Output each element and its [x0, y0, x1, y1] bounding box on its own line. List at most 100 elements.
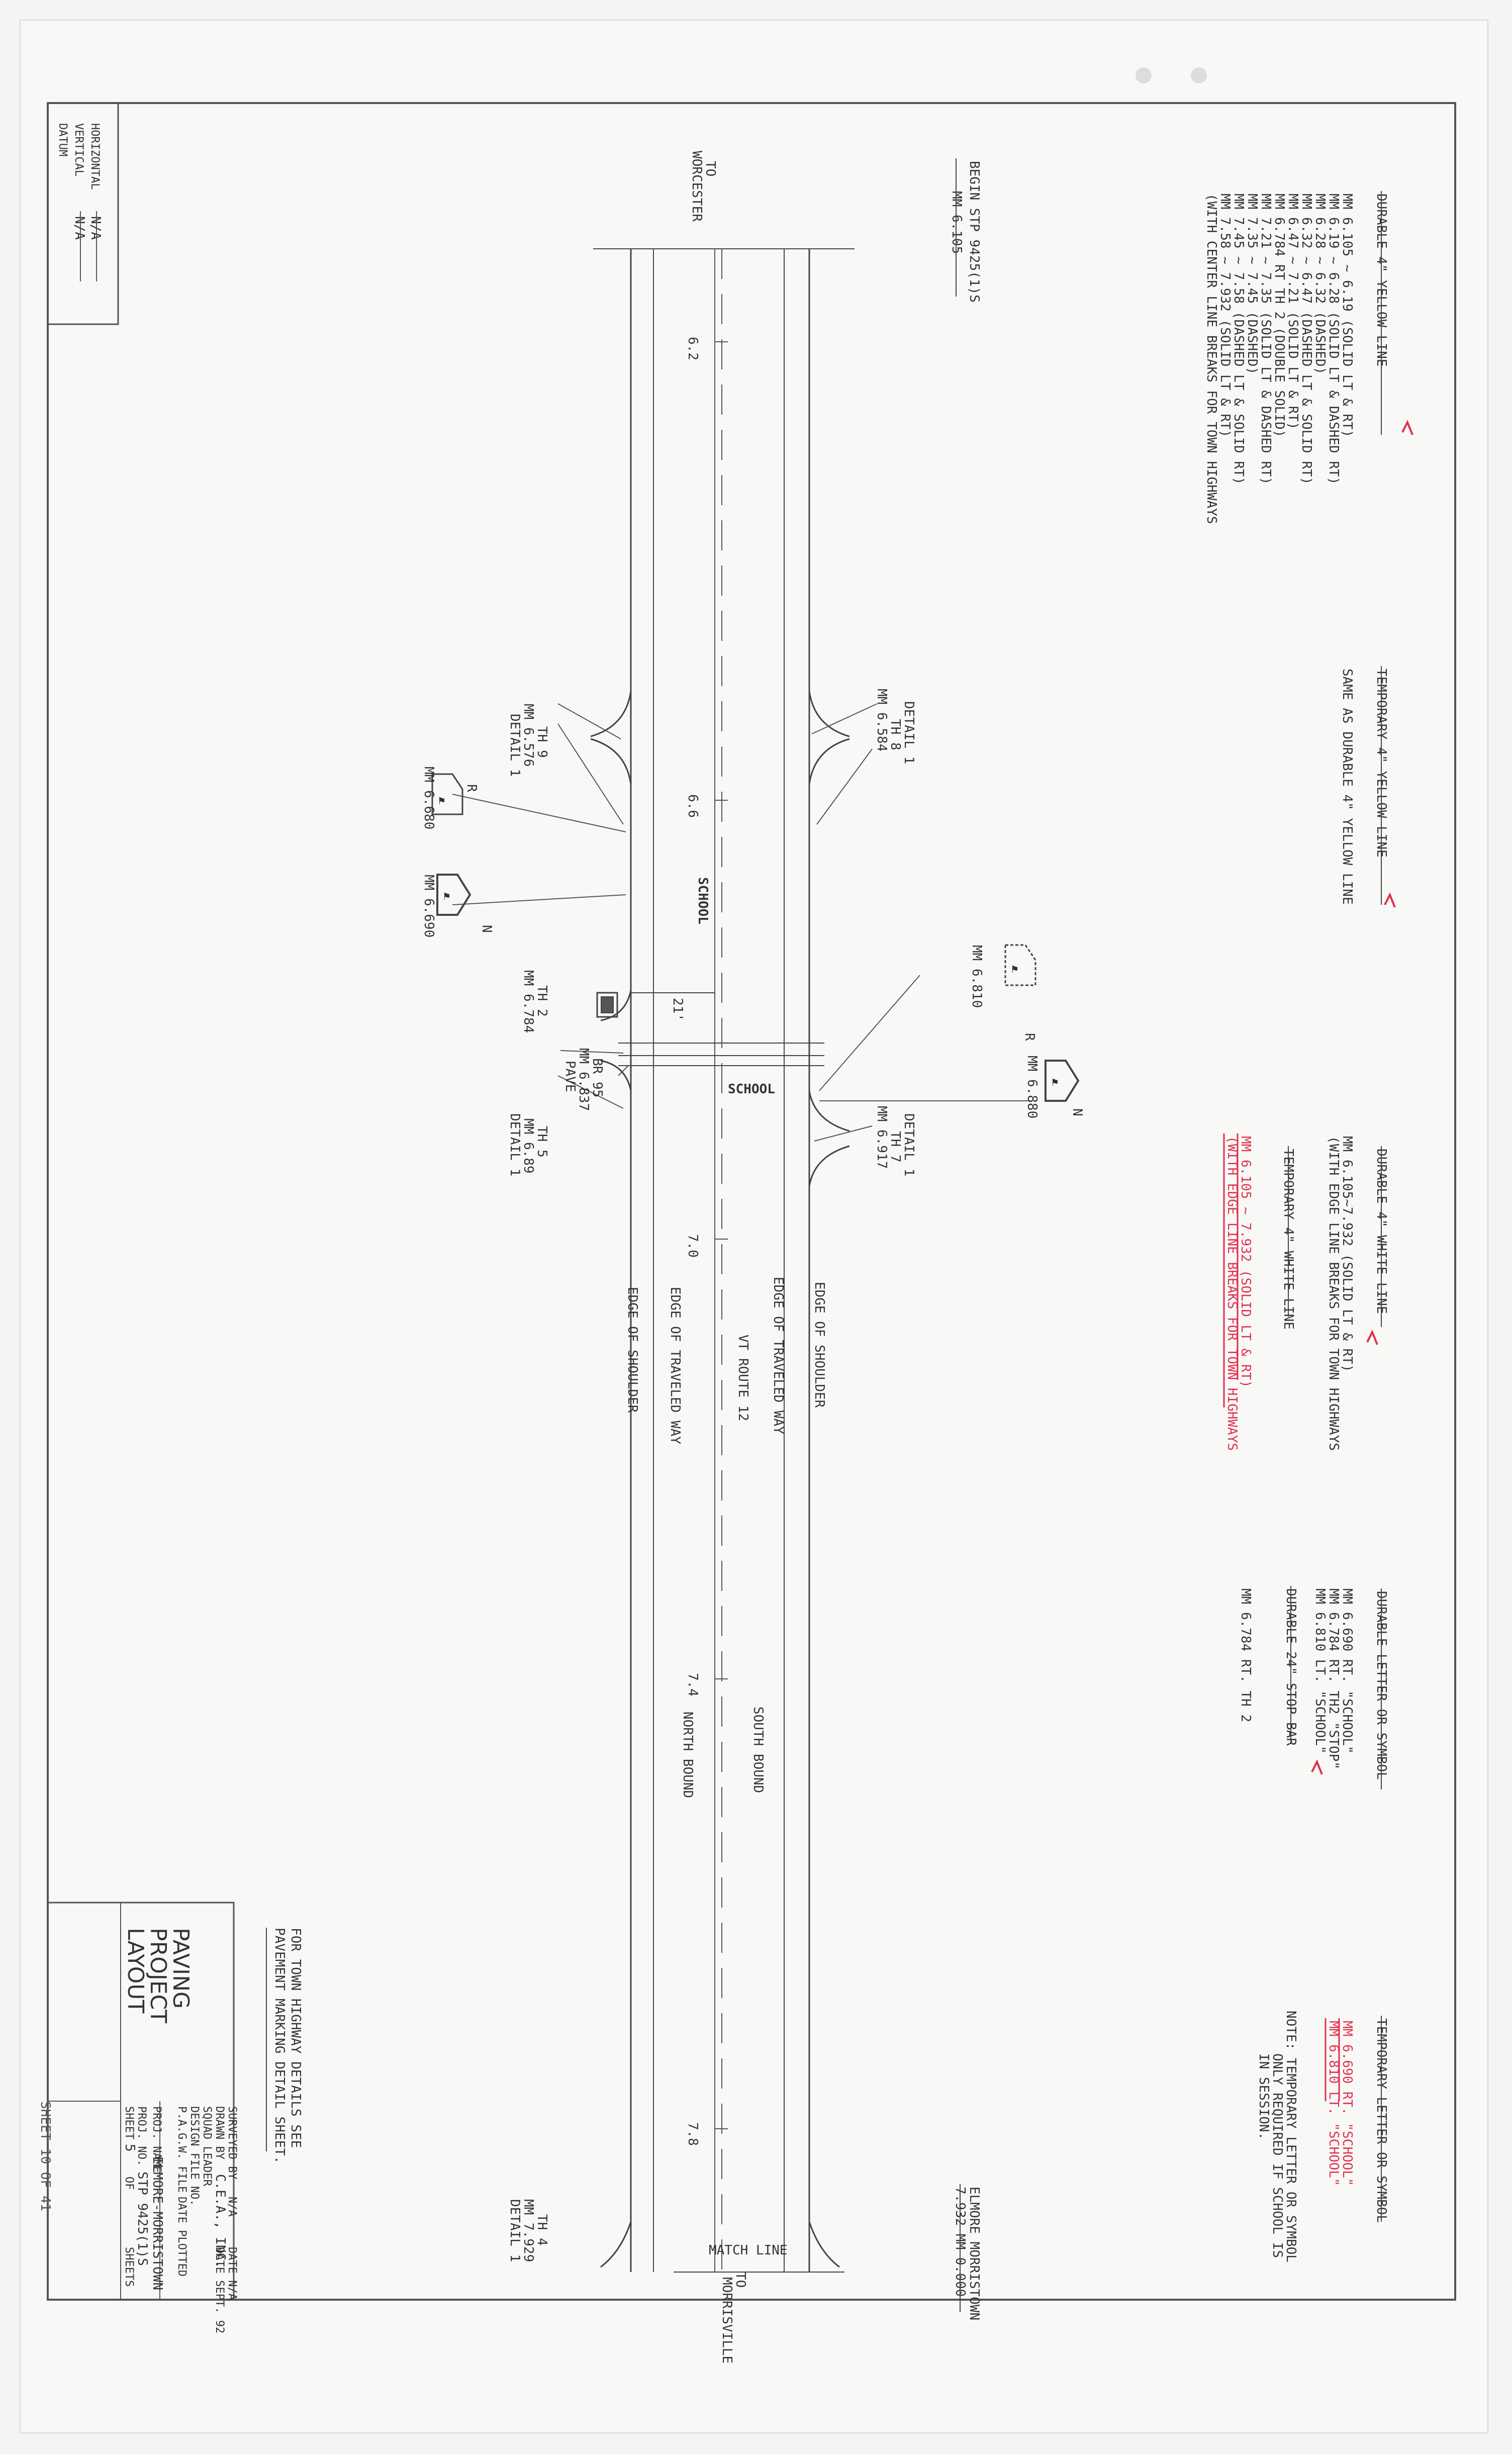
- end-town-line: ELMORE MORRISTOWN: [967, 2187, 982, 2320]
- school-sign-6880: ⚑ MM 6.880 N: [1024, 1056, 1085, 1118]
- to-worcester: WORCESTER: [689, 151, 704, 222]
- check-mark: [1366, 1330, 1378, 1345]
- drawing-text: STP 9425(1)S: [135, 2172, 150, 2266]
- edge-of-traveled-way-label-2: EDGE OF TRAVELED WAY: [668, 1287, 683, 1444]
- school-sign-icon: ⚑: [438, 795, 445, 807]
- town-highway-note-1: FOR TOWN HIGHWAY DETAILS SEE: [288, 1928, 303, 2148]
- drawing-text: MM 6.690 RT. "SCHOOL": [1340, 1588, 1355, 1754]
- town-highway-note-2: PAVEMENT MARKING DETAIL SHEET.: [272, 1928, 287, 2164]
- drawing-text: MM 6.690: [421, 875, 436, 937]
- drawing-text: BR 95: [590, 1058, 605, 1097]
- drawing-text: MM 6.105~7.932 (SOLID LT & RT): [1340, 1136, 1355, 1372]
- datum-vertical-label: VERTICAL: [72, 123, 85, 176]
- drawing-text: MM 6.837: [576, 1048, 591, 1111]
- check-mark: [1384, 892, 1396, 908]
- drawing-text: IN SESSION.: [1256, 2053, 1271, 2140]
- leader-lines: [452, 703, 1030, 1142]
- drawing-text: MM 6.576: [521, 704, 536, 767]
- drawing-text: SAME AS DURABLE 4" YELLOW LINE: [1340, 669, 1355, 905]
- punch-hole: [1191, 67, 1207, 83]
- north-bound: NORTH BOUND: [680, 1712, 695, 1798]
- milepost-ticks: [715, 341, 728, 2129]
- drawing-text: ONLY REQUIRED IF SCHOOL IS: [1270, 2053, 1285, 2258]
- drawing-text: MM 6.47 ~ 7.21 (SOLID LT & RT): [1285, 194, 1300, 430]
- sheet-title-1: PAVING: [168, 1928, 194, 2009]
- pavement-text-school-south: SCHOOL: [728, 1082, 775, 1097]
- drawing-text: ELMORE-MORRISTOWN: [150, 2156, 165, 2290]
- drawing-text: TH 4: [534, 2214, 549, 2246]
- paper-edge: [20, 20, 1488, 2433]
- drawing-text: MM 6.690 RT. "SCHOOL": [1340, 2021, 1355, 2186]
- handwritten-sheet-number: SHEET 10 OF 41: [38, 2101, 53, 2211]
- drawing-text: DATE SEPT. 92: [213, 2247, 226, 2333]
- title-block: FOR TOWN HIGHWAY DETAILS SEE PAVEMENT MA…: [38, 1902, 303, 2333]
- drawing-text: MM 6.784 RT. TH2 "STOP": [1326, 1588, 1341, 1769]
- milepost-7.0: 7.0: [685, 1234, 700, 1258]
- milepost-6.2: 6.2: [685, 337, 700, 360]
- pavement-text-school-north: SCHOOL: [695, 877, 710, 924]
- note-school-session: NOTE: TEMPORARY LETTER OR SYMBOL ONLY RE…: [1256, 2011, 1298, 2262]
- note-stop-bar: DURABLE 24" STOP BAR MM 6.784 RT. TH 2: [1238, 1586, 1298, 1746]
- match-line: MATCH LINE: [709, 2243, 788, 2258]
- drawing-text: N/A: [226, 2197, 238, 2217]
- drawing-text: MM 6.19 ~ 6.28 (SOLID LT & DASHED RT): [1326, 194, 1341, 485]
- school-sign-6690: ⚑ MM 6.690 N: [421, 874, 494, 937]
- drawing-text: MM 6.784 RT TH 2 (DOUBLE SOLID): [1272, 194, 1287, 437]
- drawing-text: MM 7.58 ~ 7.932 (SOLID LT & RT): [1217, 194, 1233, 437]
- drawing-text: MM 6.810: [969, 945, 984, 1008]
- drawing-text: MM 6.584: [874, 689, 889, 751]
- drawing-text: MM 6.89: [521, 1118, 536, 1174]
- punch-hole: [1136, 67, 1152, 83]
- drawing-text: MM 7.45 ~ 7.58 (DASHED LT & SOLID RT): [1231, 194, 1246, 485]
- drawing-text: DRAWN BY: [213, 2106, 226, 2159]
- school-sign-icon: ⚑: [1011, 963, 1018, 976]
- drawing-text: PAVE: [562, 1061, 578, 1092]
- to-label-left: TO: [703, 161, 718, 176]
- drawing-text: MM 6.810 LT. "SCHOOL": [1312, 1588, 1328, 1754]
- drawing-text: DESIGN FILE NO.: [188, 2106, 201, 2206]
- note-durable-yellow: DURABLE 4" YELLOW LINE MM 6.105 ~ 6.19 (…: [1204, 191, 1413, 524]
- drawing-text: DETAIL 1: [507, 714, 522, 777]
- drawing-text: R: [464, 784, 479, 792]
- drawing-text: C.E.A., INC.: [213, 2174, 228, 2269]
- note-temporary-yellow: TEMPORARY 4" YELLOW LINE SAME AS DURABLE…: [1340, 666, 1396, 908]
- roadway: [593, 248, 855, 2273]
- drawing-text: MM 6.784: [521, 970, 536, 1033]
- drawing-text: PROJ. NAME: [150, 2106, 163, 2173]
- drawing-text: DETAIL 1: [901, 701, 916, 764]
- to-morrisville: MORRISVILLE: [719, 2277, 734, 2364]
- sheet-title-2: PROJECT: [145, 1928, 171, 2023]
- note-durable-letter: DURABLE LETTER OR SYMBOL MM 6.690 RT. "S…: [1311, 1588, 1389, 1789]
- drawing-text: MM 6.105 ~ 6.19 (SOLID LT & RT): [1340, 194, 1355, 437]
- sheet-title-3: LAYOUT: [123, 1928, 148, 2014]
- milepost-7.4: 7.4: [685, 1673, 700, 1696]
- drawing-text: SQUAD LEADER: [201, 2106, 213, 2187]
- drawing-text: N: [1070, 1108, 1085, 1116]
- drawing-text: MM 6.32 ~ 6.47 (DASHED LT & SOLID RT): [1299, 194, 1314, 485]
- drawing-text: N: [479, 925, 494, 933]
- route-label: VT ROUTE 12: [735, 1335, 750, 1421]
- note-temporary-letter: TEMPORARY LETTER OR SYMBOL MM 6.690 RT. …: [1325, 2016, 1389, 2223]
- drawing-text: NOTE: TEMPORARY LETTER OR SYMBOL: [1283, 2011, 1298, 2262]
- drawing-text: TH 7: [888, 1131, 903, 1163]
- drawing-text: TH 8: [888, 719, 903, 750]
- drawing-text: (WITH CENTER LINE BREAKS FOR TOWN HIGHWA…: [1204, 194, 1219, 524]
- check-mark: [1401, 420, 1413, 435]
- check-mark: [1311, 1759, 1323, 1775]
- school-sign-6810: ⚑ MM 6.810 R: [969, 944, 1037, 1041]
- datum-horizontal-label: HORIZONTAL: [88, 123, 101, 190]
- width-dimension: 21': [670, 998, 685, 1021]
- south-bound: SOUTH BOUND: [750, 1707, 766, 1793]
- drawing-text: TH 9: [534, 726, 549, 758]
- drawing-text: SHEET: [123, 2106, 135, 2139]
- datum-box: DATUM VERTICAL HORIZONTAL N/A N/A: [47, 102, 119, 325]
- note-temporary-white: TEMPORARY 4" WHITE LINE MM 6.105 ~ 7.932…: [1223, 1134, 1296, 1451]
- to-label-right: TO: [733, 2272, 748, 2288]
- bridge-br95: [596, 992, 824, 1066]
- edge-of-traveled-way-label-1: EDGE OF TRAVELED WAY: [771, 1277, 786, 1434]
- drawing-text: MM 6.105 ~ 7.932 (SOLID LT & RT): [1238, 1136, 1253, 1388]
- milepost-7.8: 7.8: [685, 2122, 700, 2146]
- datum-horizontal-value: N/A: [88, 216, 103, 240]
